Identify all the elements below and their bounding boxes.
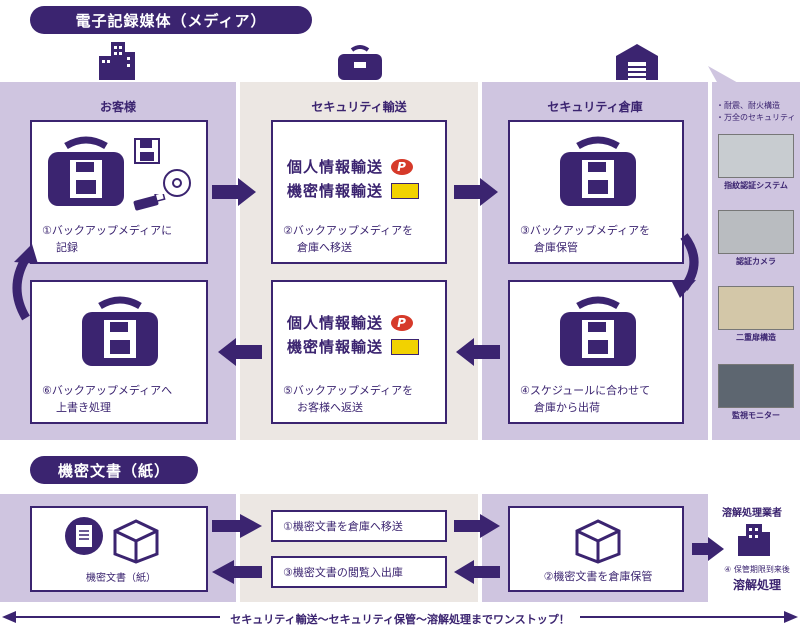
- caption-fingerprint: 指紋認証システム: [724, 181, 788, 190]
- arrow-doc-to-transport: [212, 514, 262, 538]
- media-case-icon: [560, 296, 636, 366]
- photo-fingerprint: [718, 134, 794, 178]
- building-icon: [99, 42, 135, 80]
- arrow-2-to-3: [454, 178, 498, 206]
- key-mark-icon: [391, 182, 420, 199]
- step1-line2: 記録: [56, 241, 78, 254]
- step6-line1: ⑥バックアップメディアへ: [42, 384, 173, 397]
- warehouse-icon: [616, 44, 658, 80]
- step4-line1: ④スケジュールに合わせて: [520, 384, 651, 397]
- column-header-warehouse: セキュリティ倉庫: [547, 100, 643, 114]
- section-title-media: 電子記録媒体（メディア）: [30, 6, 312, 34]
- building-icon: [738, 524, 770, 556]
- arrow-warehouse-to-step3: [454, 560, 500, 584]
- doc-label: 機密文書（紙）: [86, 573, 156, 584]
- arrow-warehouse-to-vendor: [692, 537, 724, 561]
- step3-line1: ③バックアップメディアを: [520, 224, 651, 237]
- arrow-step1-to-warehouse: [454, 514, 500, 538]
- transport-personal-label: 個人情報輸送: [287, 158, 384, 176]
- footer-tagline: セキュリティ輸送～セキュリティ保管～溶解処理までワンストップ！: [220, 613, 580, 626]
- vendor-title: 溶解処理業者: [722, 508, 782, 519]
- box-icon: [113, 519, 159, 564]
- floppy-disk-icon: [134, 138, 160, 164]
- column-header-customer: お客様: [99, 100, 136, 114]
- arrow-1-to-2: [212, 178, 256, 206]
- cd-icon: [163, 169, 191, 197]
- step5-line2: お客様へ返送: [297, 401, 363, 414]
- paper-step1: ①機密文書を倉庫へ移送: [271, 510, 447, 542]
- privacy-mark-icon: P: [391, 314, 414, 331]
- section-title-paper: 機密文書（紙）: [30, 456, 198, 484]
- card-step5: 個人情報輸送 P 機密情報輸送 ⑤バックアップメディアを お客様へ返送: [271, 280, 447, 424]
- step2-line2: 倉庫へ移送: [297, 241, 352, 254]
- photo-monitor: [718, 364, 794, 408]
- step6-line2: 上書き処理: [56, 401, 111, 414]
- arrow-3-to-4-head: [672, 280, 696, 298]
- media-case-icon: [82, 296, 158, 366]
- step5-line1: ⑤バックアップメディアを: [283, 384, 414, 397]
- media-case-icon: [48, 136, 124, 206]
- case-icon: [338, 45, 382, 80]
- transport-confidential-label: 機密情報輸送: [287, 338, 384, 356]
- caption-camera: 認証カメラ: [736, 257, 776, 266]
- card-paper-doc: 機密文書（紙）: [30, 506, 208, 592]
- card-step3: ③バックアップメディアを 倉庫保管: [508, 120, 684, 264]
- arrow-5-to-6: [218, 338, 262, 366]
- transport-confidential-label: 機密情報輸送: [287, 182, 384, 200]
- step1-line1: ①バックアップメディアに: [42, 224, 173, 237]
- document-icon: [65, 517, 103, 555]
- caption-double-door: 二重扉構造: [736, 333, 776, 342]
- arrow-6-to-1: [12, 255, 30, 321]
- key-mark-icon: [391, 338, 420, 355]
- side-note-security: ・万全のセキュリティ: [716, 113, 796, 122]
- paper-step3: ③機密文書の閲覧入出庫: [271, 556, 447, 588]
- box-icon: [575, 519, 621, 564]
- caption-monitor: 監視モニター: [732, 411, 780, 420]
- transport-personal-label: 個人情報輸送: [287, 314, 384, 332]
- card-step2: 個人情報輸送 P 機密情報輸送 ②バックアップメディアを 倉庫へ移送: [271, 120, 447, 264]
- card-step6: ⑥バックアップメディアへ 上書き処理: [30, 280, 208, 424]
- arrow-transport-to-doc: [212, 560, 262, 584]
- photo-double-door: [718, 286, 794, 330]
- vendor-step4-line1: ④ 保管期限到来後: [724, 565, 790, 574]
- card-step4: ④スケジュールに合わせて 倉庫から出荷: [508, 280, 684, 424]
- card-paper-warehouse: ②機密文書を倉庫保管: [508, 506, 684, 592]
- media-case-icon: [560, 136, 636, 206]
- paper-step2: ②機密文書を倉庫保管: [543, 570, 653, 583]
- card-step1: ①バックアップメディアに 記録: [30, 120, 208, 264]
- side-note-seismic: ・耐震、耐火構造: [716, 101, 780, 110]
- step2-line1: ②バックアップメディアを: [283, 224, 414, 237]
- vendor-step4-line2: 溶解処理: [732, 578, 781, 592]
- step4-line2: 倉庫から出荷: [534, 401, 600, 414]
- arrow-6-to-1-head: [14, 244, 38, 264]
- speech-pointer: [708, 66, 740, 84]
- privacy-mark-icon: P: [391, 158, 414, 175]
- step3-line2: 倉庫保管: [534, 241, 578, 254]
- photo-camera: [718, 210, 794, 254]
- arrow-4-to-5: [456, 338, 500, 366]
- usb-stick-icon: [133, 194, 166, 211]
- column-header-transport: セキュリティ輸送: [311, 100, 407, 114]
